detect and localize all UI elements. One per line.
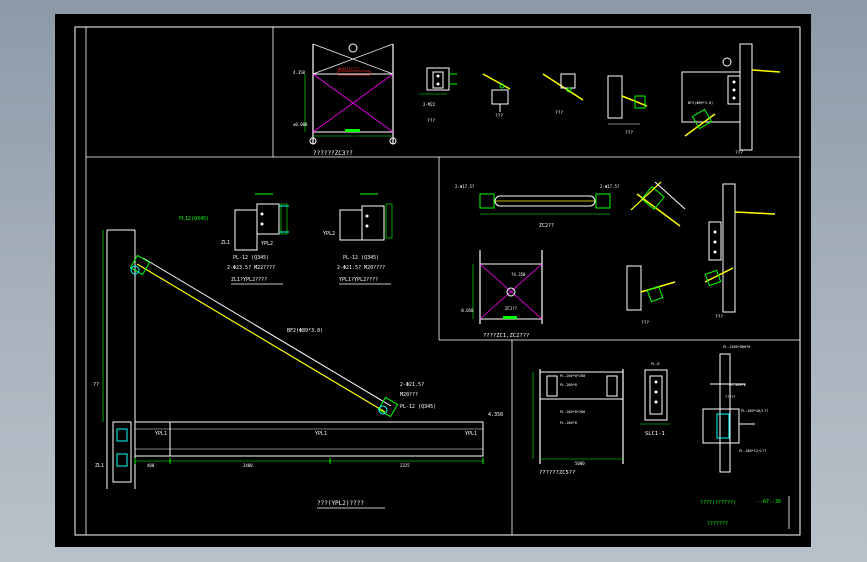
column-label: ZL1 — [95, 463, 104, 469]
dim-2400: 2400 — [243, 463, 253, 468]
beam-label-2: YPL1 — [315, 431, 327, 437]
right-detail-1: PL-1300*800*6 — [723, 345, 750, 349]
bolt-note-2: M20??? — [400, 392, 418, 398]
zc1-detail-1 — [630, 181, 686, 227]
zl1-node-detail — [234, 193, 289, 251]
cad-drawing: 4.350 ±0.000 5000 BSSS(??)?? ??????ZC3??… — [74, 26, 801, 536]
slc-section — [640, 369, 670, 425]
inner-frame — [85, 26, 801, 536]
brace-label: BF2(Φ89*3.0) — [287, 328, 323, 334]
zc2-note-right: 2-Φ17.5? — [600, 184, 620, 189]
zc3-title: ??????ZC3?? — [313, 150, 353, 157]
title-block-text-2: --67--36 — [757, 499, 781, 505]
zc5-title: ??????ZC5?? — [539, 470, 575, 476]
dim-400: 400 — [147, 463, 155, 468]
beam-label-3: YPL1 — [465, 431, 477, 437]
zc1-elevation — [472, 250, 543, 324]
zl1-pl-label: PL12(Q345) — [179, 216, 209, 222]
beam-label-1: YPL1 — [155, 431, 167, 437]
zc1-detail-1-title: ??? — [641, 320, 649, 326]
zc2-title: ZC2?? — [539, 223, 554, 229]
title-block-text-1: ????(??????) — [700, 500, 736, 506]
zc3-left-dim: 4.350 — [293, 70, 306, 75]
zc1-title: ????ZC1,ZC2??? — [483, 333, 529, 339]
zc1-detail-2-title: ??? — [715, 314, 723, 320]
zc5-note-2: PL-200*8 — [560, 383, 577, 387]
right-detail-4: PL-180*12/L?? — [739, 449, 766, 453]
drawing-sheet: 4.350 ±0.000 5000 BSSS(??)?? ??????ZC3??… — [55, 14, 811, 547]
title-block-text-3: ??????? — [707, 521, 728, 527]
right-details — [702, 353, 755, 473]
zc5-dim: 5000 — [575, 461, 585, 466]
zc3-detail-1 — [419, 67, 457, 95]
zc3-span: 5000 — [349, 134, 357, 138]
elevation: 4.350 — [488, 412, 503, 418]
zc1-detail-2 — [704, 183, 776, 313]
zc5-elevation — [532, 369, 624, 464]
zc5-note-1: PL-200*8*200 — [560, 374, 585, 378]
zc1-note: ?4.350 — [511, 272, 526, 277]
zl1-label: ZL1 — [221, 240, 230, 246]
zc3-detail-1-note: 2-M22 — [423, 102, 436, 107]
zc3-detail-4-title: ??? — [625, 130, 633, 136]
zc3-detail-5 — [681, 43, 781, 151]
zc1-detail-3 — [626, 265, 676, 311]
zc2-member — [479, 193, 611, 215]
slc-note: PL-8 — [651, 362, 659, 366]
bolt-note: 2-Φ21.5? — [400, 382, 424, 388]
zc3-elevation — [304, 43, 397, 145]
ypl1-node-detail — [339, 193, 393, 241]
ypl1-pl: PL-12 (Q345) — [343, 255, 379, 261]
column-height: ?? — [93, 382, 99, 388]
zc3-detail-5-note: BF2(Φ89*3.0) — [688, 101, 713, 105]
ypl1-bolts: 2-Φ21.5? M20???? — [337, 265, 385, 271]
zc1-center: ZC1?? — [505, 306, 518, 311]
ypl2-label: YPL2 — [261, 241, 273, 247]
zc3-detail-4 — [607, 75, 648, 125]
zc3-bottom-dim: ±0.000 — [293, 122, 308, 127]
zc2-note-left: 2-Φ17.5? — [455, 184, 475, 189]
zc3-detail-1-title: ??? — [427, 118, 435, 124]
beam-ypl1 — [134, 421, 484, 464]
ypl1-title: YPL1?YPL2???? — [339, 277, 378, 283]
zl1-bolts: 2-Φ23.5? M22???? — [227, 265, 275, 271]
main-title: ???(YPL2)???? — [317, 500, 364, 507]
zc3-brace-label: BSSS(??)?? — [338, 67, 359, 71]
zc3-detail-3 — [542, 73, 584, 101]
ypl2-label-b: YPL2 — [323, 231, 335, 237]
zc3-detail-2-title: ??? — [495, 113, 503, 119]
zc3-detail-2 — [482, 73, 511, 112]
right-detail-2: PL-320*8 — [729, 383, 746, 387]
zl1-pl2: PL-12 (Q345) — [233, 255, 269, 261]
dim-2325: 2325 — [400, 463, 410, 468]
right-detail-5: ????? — [725, 395, 736, 399]
right-detail-3: PL-180*40/L?? — [741, 409, 768, 413]
slc-title: SLC1-1 — [645, 431, 665, 437]
zc5-note-3: PL-200*8*200 — [560, 410, 585, 414]
zc3-detail-3-title: ??? — [555, 110, 563, 116]
zl1-title: ZL1?YPL2???? — [231, 277, 267, 283]
zc3-detail-5-title: ??? — [735, 150, 743, 156]
pl-note: PL-12 (Q345) — [400, 404, 436, 410]
column-zl1 — [102, 229, 136, 489]
diagonal-brace — [129, 254, 399, 418]
zc1-bottom: -0.050 — [459, 308, 474, 313]
zc5-note-4: PL-200*8 — [560, 421, 577, 425]
